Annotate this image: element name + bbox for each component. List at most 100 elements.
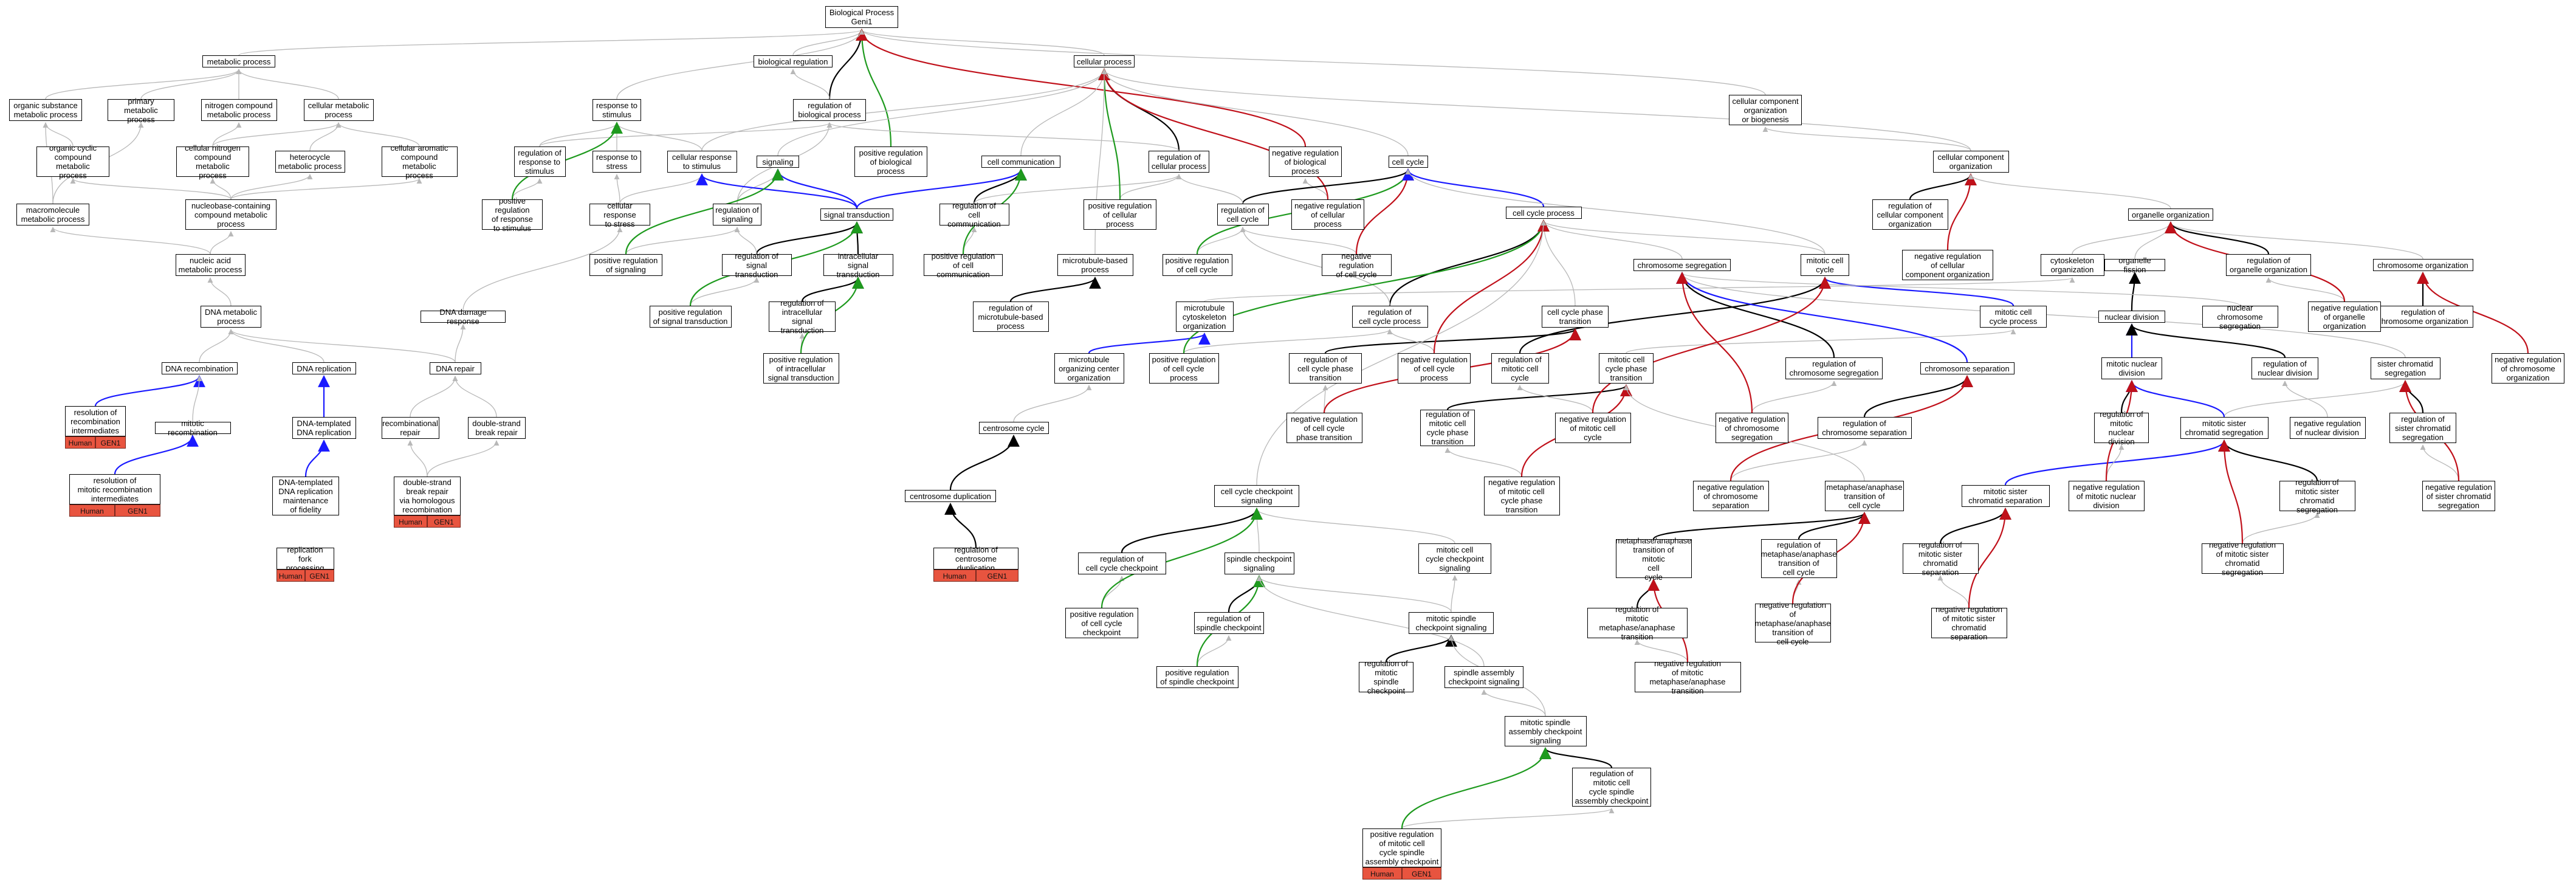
go-term-regbio[interactable]: regulation of biological process <box>793 99 866 121</box>
go-term-cellresp[interactable]: cellular response to stimulus <box>667 151 737 173</box>
go-term-chromorg[interactable]: chromosome organization <box>2372 259 2473 271</box>
go-term-negccproc[interactable]: negative regulation of cell cycle proces… <box>1398 353 1471 384</box>
go-term-regmtbased[interactable]: regulation of microtubule-based process <box>972 301 1049 332</box>
go-term-regchromorg[interactable]: regulation of chromosome organization <box>2372 306 2473 328</box>
go-term-mitcc[interactable]: mitotic cell cycle <box>1801 254 1849 276</box>
go-term-regchromsep[interactable]: regulation of chromosome separation <box>1817 417 1912 439</box>
go-term-regmitnuc[interactable]: regulation of mitotic nuclear division <box>2094 410 2149 446</box>
go-term-signaling[interactable]: signaling <box>757 156 799 168</box>
go-term-regcellproc[interactable]: regulation of cellular process <box>1149 151 1209 173</box>
go-term-negmitsissep[interactable]: negative regulation of mitotic sister ch… <box>1931 605 2007 641</box>
go-term-cccorg[interactable]: cellular component organization <box>1932 151 2009 173</box>
go-term-negcc[interactable]: negative regulation of cell cycle <box>1321 252 1392 279</box>
go-term-macro[interactable]: macromolecule metabolic process <box>16 204 89 226</box>
go-term-nucbase[interactable]: nucleobase-containing compound metabolic… <box>185 199 276 230</box>
go-term-posbio[interactable]: positive regulation of biological proces… <box>854 146 927 177</box>
go-term-respstress[interactable]: response to stress <box>592 151 641 173</box>
go-term-spassembly[interactable]: spindle assembly checkpoint signaling <box>1444 666 1523 688</box>
go-term-negmamt[interactable]: negative regulation of metaphase/anaphas… <box>1754 600 1831 646</box>
go-term-arom[interactable]: cellular aromatic compound metabolic pro… <box>381 143 458 180</box>
go-term-poscccheck[interactable]: positive regulation of cell cycle checkp… <box>1065 608 1138 638</box>
go-term-metproc[interactable]: metabolic process <box>202 55 275 67</box>
go-term-sigtrans[interactable]: signal transduction <box>820 208 893 221</box>
go-term-regmitccphase[interactable]: regulation of mitotic cell cycle phase t… <box>1420 410 1475 446</box>
go-term-cellmet[interactable]: cellular metabolic process <box>303 99 374 121</box>
go-term-mitnucdiv[interactable]: mitotic nuclear division <box>2101 357 2162 379</box>
go-term-posresp[interactable]: positive regulation of response to stimu… <box>482 196 543 233</box>
go-term-biolreg[interactable]: biological regulation <box>754 55 833 67</box>
go-term-mitmamt[interactable]: metaphase/anaphase transition of mitotic… <box>1615 535 1692 582</box>
go-term-mtcyto[interactable]: microtubule cytoskeleton organization <box>1175 301 1234 332</box>
go-term-regsischrom[interactable]: regulation of sister chromatid segregati… <box>2389 413 2456 443</box>
go-term-regsig[interactable]: regulation of signaling <box>713 204 761 226</box>
go-term-hetero[interactable]: heterocycle metabolic process <box>275 151 345 173</box>
go-term-bp[interactable]: Biological Process Geni1 <box>825 6 898 28</box>
go-term-resolution[interactable]: resolution of recombination intermediate… <box>65 406 126 436</box>
go-term-regintra[interactable]: regulation of intracellular signal trans… <box>769 298 836 335</box>
go-term-mitsis[interactable]: mitotic sister chromatid segregation <box>2180 417 2269 439</box>
go-term-mtoc[interactable]: microtubule organizing center organizati… <box>1054 353 1124 384</box>
go-term-spcheck[interactable]: spindle checkpoint signaling <box>1224 553 1294 574</box>
go-term-nucdiv[interactable]: nuclear division <box>2098 311 2165 323</box>
go-term-regccphase[interactable]: regulation of cell cycle phase transitio… <box>1289 353 1362 384</box>
go-term-cellnit[interactable]: cellular nitrogen compound metabolic pro… <box>176 143 249 180</box>
go-term-mamt[interactable]: metaphase/anaphase transition of cell cy… <box>1825 481 1904 511</box>
go-term-chromsep[interactable]: chromosome separation <box>1920 362 2014 374</box>
go-term-cellcomm[interactable]: cell communication <box>981 156 1060 168</box>
go-term-posccproc[interactable]: positive regulation of cell cycle proces… <box>1149 353 1219 384</box>
go-term-posintra[interactable]: positive regulation of intracellular sig… <box>763 353 839 384</box>
go-term-regcomm[interactable]: regulation of cell communication <box>939 201 1009 229</box>
go-term-mitsissep[interactable]: mitotic sister chromatid separation <box>1961 485 2050 507</box>
go-term-nitrogen[interactable]: nitrogen compound metabolic process <box>201 99 277 121</box>
go-term-orgorg[interactable]: organelle organization <box>2128 208 2213 221</box>
go-term-regchromseg[interactable]: regulation of chromosome segregation <box>1785 357 1883 379</box>
go-term-centcyc[interactable]: centrosome cycle <box>978 422 1049 434</box>
go-term-negchromsep[interactable]: negative regulation of chromosome separa… <box>1692 481 1769 511</box>
go-term-negmitmamt[interactable]: negative regulation of mitotic metaphase… <box>1634 659 1741 695</box>
go-term-dnarec[interactable]: DNA recombination <box>161 362 238 374</box>
go-term-dnatemp[interactable]: DNA-templated DNA replication <box>292 417 356 439</box>
go-term-dsbrhr[interactable]: double-strand break repair via homologou… <box>394 477 461 515</box>
go-term-regresp[interactable]: regulation of response to stimulus <box>513 146 566 177</box>
go-term-negchromorg[interactable]: negative regulation of chromosome organi… <box>2492 353 2564 384</box>
go-term-posmitspassembly[interactable]: positive regulation of mitotic cell cycl… <box>1362 828 1441 867</box>
go-term-dnamaint[interactable]: DNA-templated DNA replication maintenanc… <box>272 477 339 515</box>
go-term-replfork[interactable]: replication fork processing <box>276 545 334 573</box>
go-term-centdup[interactable]: centrosome duplication <box>905 490 996 502</box>
go-term-mitspassembly[interactable]: mitotic spindle assembly checkpoint sign… <box>1504 716 1587 746</box>
go-term-ccphase[interactable]: cell cycle phase transition <box>1542 306 1609 328</box>
go-term-negmitsis[interactable]: negative regulation of mitotic sister ch… <box>2201 540 2284 577</box>
go-term-recrep[interactable]: recombinational repair <box>381 417 439 439</box>
go-term-negmitccphase[interactable]: negative regulation of mitotic cell cycl… <box>1483 477 1560 515</box>
go-term-cellproc[interactable]: cellular process <box>1074 55 1135 67</box>
go-term-mitccproc[interactable]: mitotic cell cycle process <box>1980 306 2047 328</box>
go-term-negcell[interactable]: negative regulation of cellular process <box>1291 199 1364 230</box>
go-term-regcentdup[interactable]: regulation of centrosome duplication <box>933 545 1018 573</box>
go-term-regccorg[interactable]: regulation of cellular component organiz… <box>1872 199 1948 230</box>
go-term-cytoorg[interactable]: cytoskeleton organization <box>2040 254 2104 276</box>
go-term-regmitsis[interactable]: regulation of mitotic sister chromatid s… <box>2279 478 2355 514</box>
go-term-negbio[interactable]: negative regulation of biological proces… <box>1269 146 1342 177</box>
go-term-intra[interactable]: intracellular signal transduction <box>823 252 893 279</box>
go-term-negchromseg[interactable]: negative regulation of chromosome segreg… <box>1716 413 1788 443</box>
go-term-possigtrans[interactable]: positive regulation of signal transducti… <box>649 306 732 328</box>
go-term-regmitspassembly[interactable]: regulation of mitotic cell cycle spindle… <box>1572 768 1651 807</box>
go-term-regmitcc[interactable]: regulation of mitotic cell cycle <box>1491 353 1549 384</box>
go-term-negsischrom[interactable]: negative regulation of sister chromatid … <box>2422 481 2495 511</box>
go-term-mtbased[interactable]: microtubule-based process <box>1057 254 1133 276</box>
go-term-poscell[interactable]: positive regulation of cellular process <box>1084 199 1156 230</box>
go-term-mitcccheck[interactable]: mitotic cell cycle checkpoint signaling <box>1418 543 1491 574</box>
go-term-regorgorg[interactable]: regulation of organelle organization <box>2226 254 2311 276</box>
go-term-regcc[interactable]: regulation of cell cycle <box>1217 204 1269 226</box>
go-term-poscomm[interactable]: positive regulation of cell communicatio… <box>924 252 1003 279</box>
go-term-orgfis[interactable]: organelle fission <box>2104 256 2165 274</box>
go-term-dnadmg[interactable]: DNA damage response <box>421 308 506 326</box>
go-term-negccorg[interactable]: negative regulation of cellular componen… <box>1902 250 1993 280</box>
go-term-possig[interactable]: positive regulation of signaling <box>589 254 662 276</box>
go-term-regccproc[interactable]: regulation of cell cycle process <box>1352 306 1428 328</box>
go-term-sischrom[interactable]: sister chromatid segregation <box>2370 357 2440 379</box>
go-term-organic[interactable]: organic substance metabolic process <box>9 99 82 121</box>
go-term-negccphase[interactable]: negative regulation of cell cycle phase … <box>1286 413 1362 443</box>
go-term-regmamt[interactable]: regulation of metaphase/anaphase transit… <box>1760 539 1837 578</box>
go-term-regspcheck[interactable]: regulation of spindle checkpoint <box>1194 612 1264 634</box>
